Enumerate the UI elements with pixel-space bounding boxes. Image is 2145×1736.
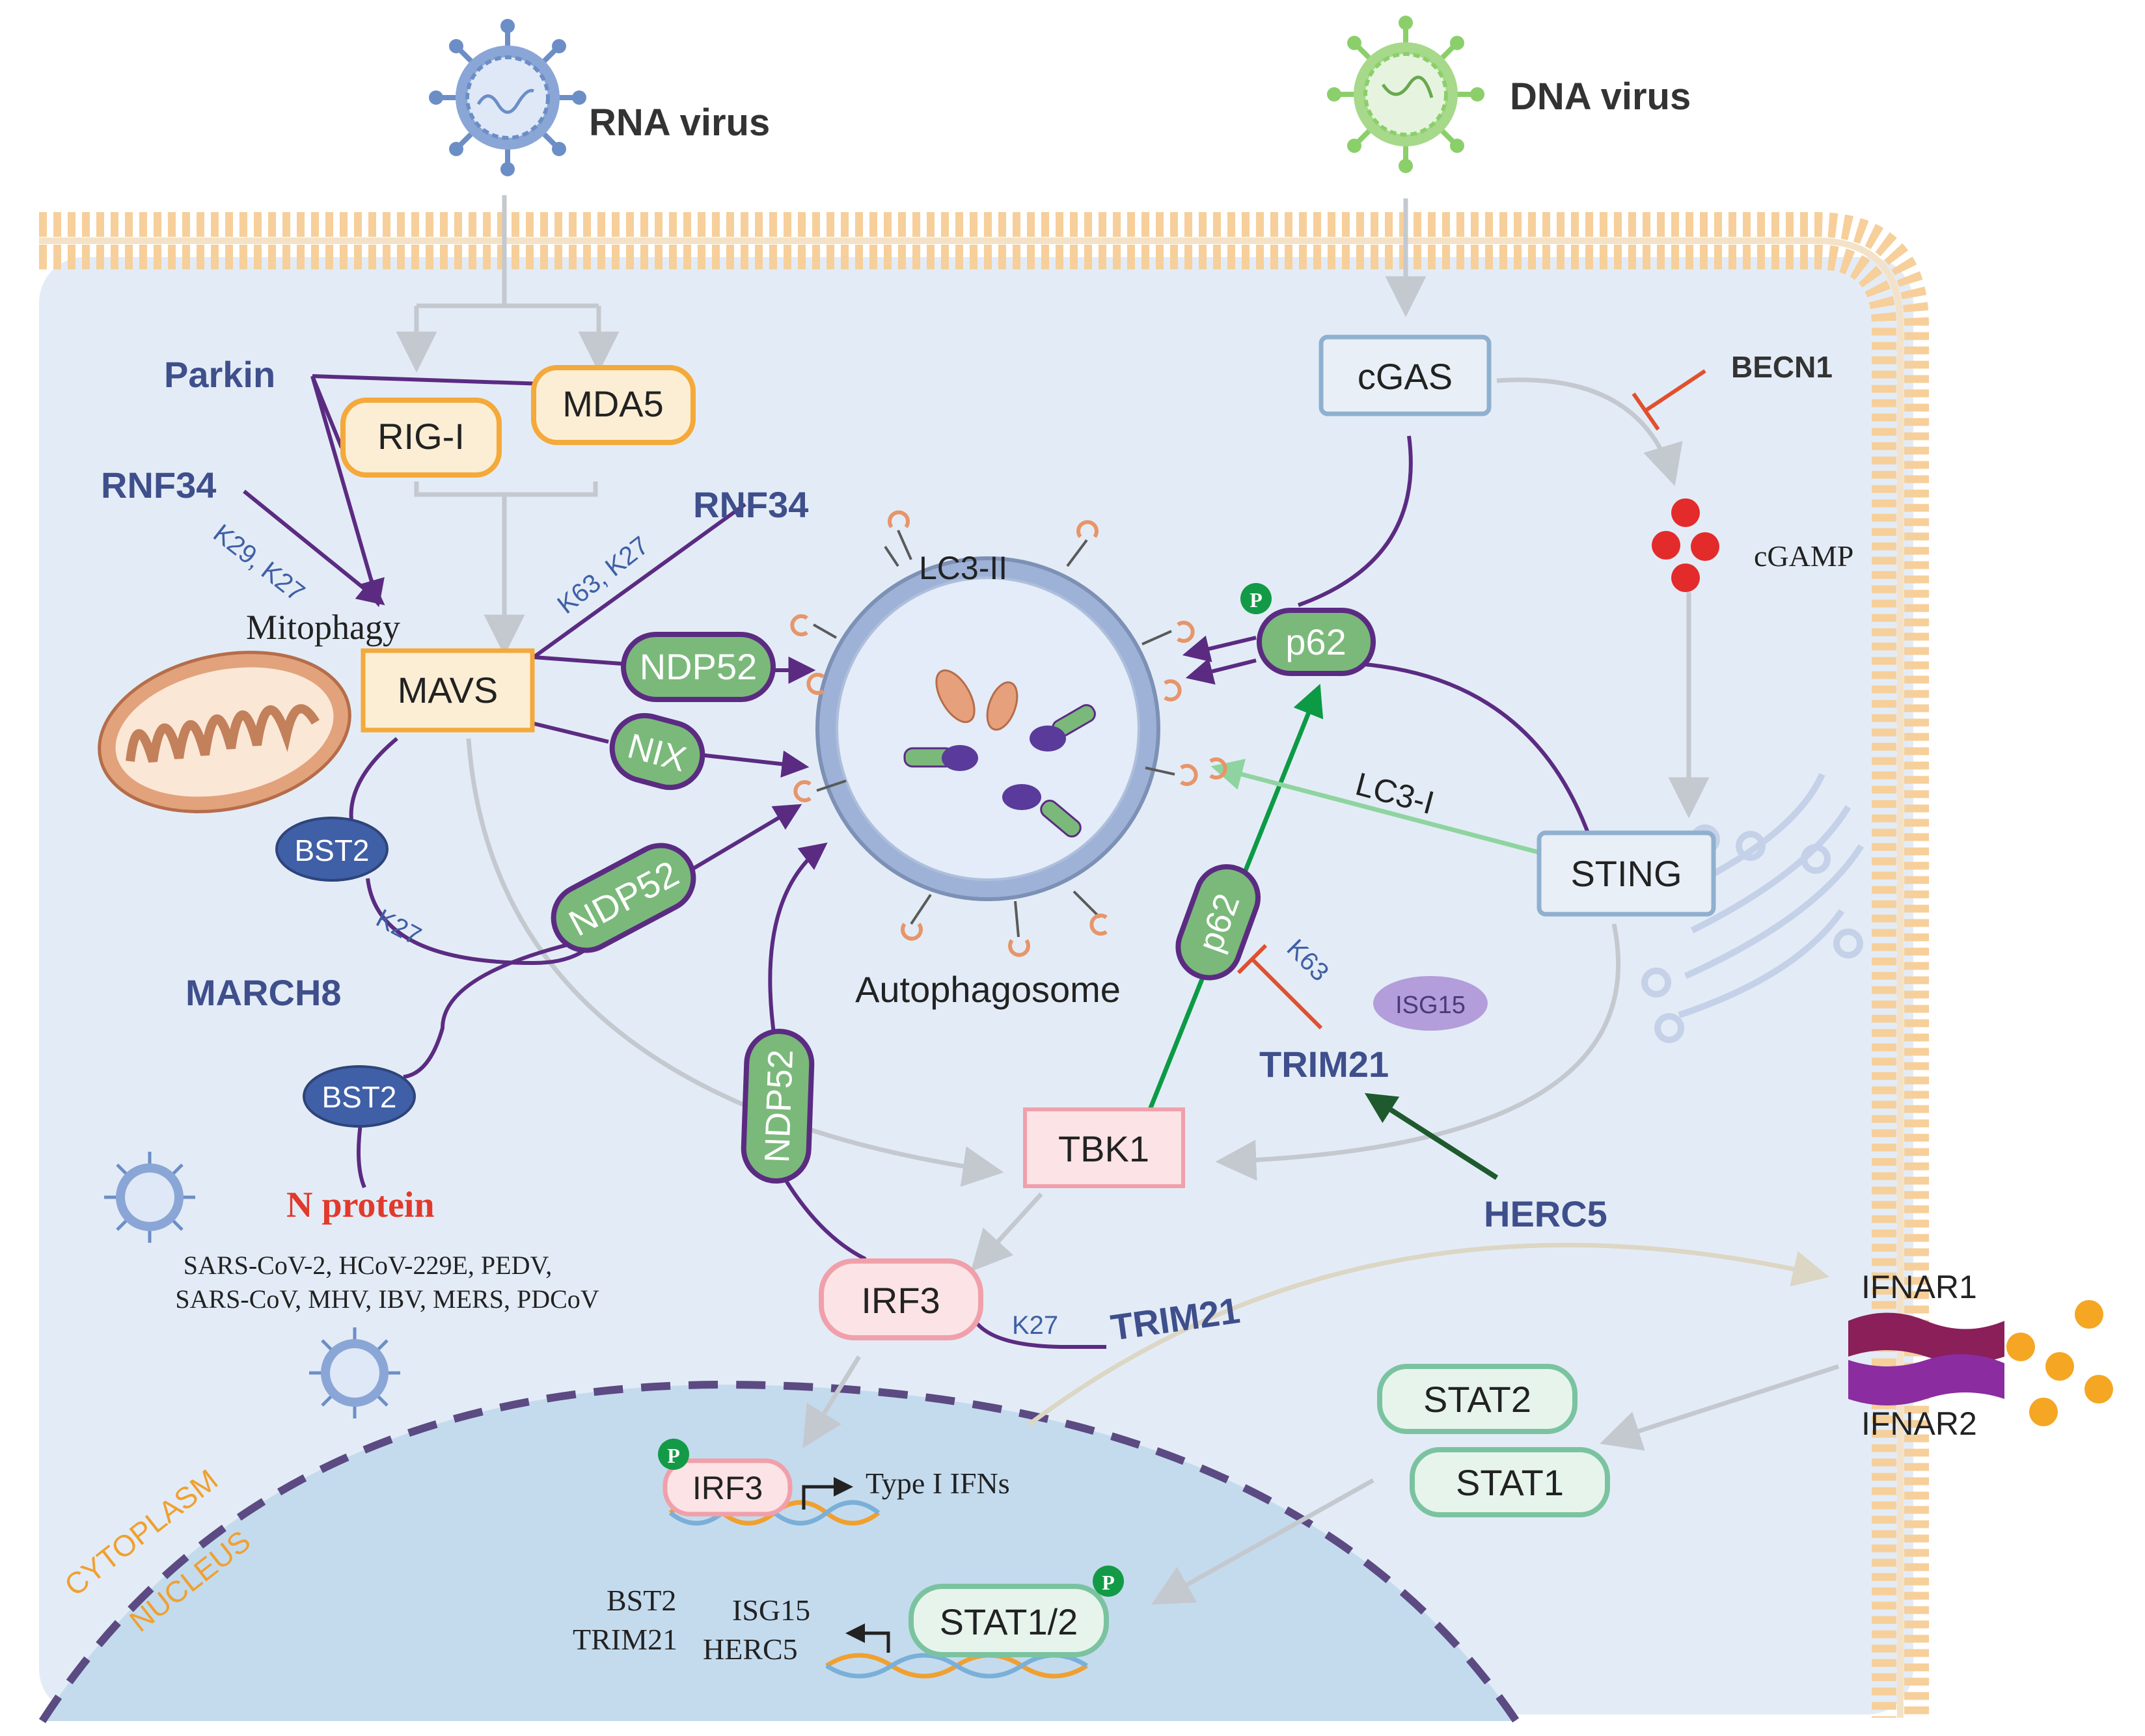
trim21-mid-label: TRIM21 bbox=[1259, 1044, 1389, 1085]
svg-text:STAT1: STAT1 bbox=[1456, 1462, 1564, 1503]
ifnar2-label: IFNAR2 bbox=[1861, 1405, 1977, 1442]
phospho-badge: P bbox=[1240, 583, 1272, 614]
nix-pill: NIX bbox=[609, 712, 705, 791]
transcription-arrow-isg bbox=[845, 1623, 890, 1653]
autophagosome bbox=[790, 510, 1227, 957]
stat1-node: STAT1 bbox=[1410, 1447, 1610, 1517]
svg-text:STAT2: STAT2 bbox=[1423, 1379, 1531, 1420]
sting-node: STING bbox=[1537, 830, 1716, 917]
svg-text:p62: p62 bbox=[1285, 621, 1346, 662]
svg-text:STAT1/2: STAT1/2 bbox=[940, 1601, 1078, 1642]
svg-text:MDA5: MDA5 bbox=[562, 383, 664, 424]
type-i-ifns-label: Type I IFNs bbox=[866, 1467, 1010, 1500]
bst2-lower-node: BST2 bbox=[303, 1065, 416, 1128]
herc5-gene-label: HERC5 bbox=[703, 1633, 798, 1666]
inhibitor-trim21 bbox=[1236, 943, 1323, 1030]
golgi-icon bbox=[1641, 772, 1865, 1043]
svg-text:P: P bbox=[1250, 588, 1263, 612]
svg-text:P: P bbox=[1102, 1571, 1115, 1594]
mitophagy-label: Mitophagy bbox=[246, 608, 400, 647]
p62-top-pill: p62 bbox=[1257, 608, 1376, 676]
parkin-label: Parkin bbox=[164, 354, 275, 395]
rna-virus-label: RNA virus bbox=[589, 102, 770, 144]
herc5-label: HERC5 bbox=[1484, 1193, 1607, 1234]
isg15-gene-label: ISG15 bbox=[732, 1594, 810, 1627]
coronaviruses-line2: SARS-CoV, MHV, IBV, MERS, PDCoV bbox=[175, 1284, 599, 1314]
dna-virus-label: DNA virus bbox=[1510, 75, 1691, 118]
svg-text:IRF3: IRF3 bbox=[861, 1280, 940, 1321]
coronaviruses-line1: SARS-CoV-2, HCoV-229E, PEDV, bbox=[184, 1251, 552, 1280]
rnf34-right-label: RNF34 bbox=[693, 484, 808, 525]
becn1-label: BECN1 bbox=[1731, 350, 1833, 384]
autophagosome-label: Autophagosome bbox=[855, 969, 1121, 1010]
rig-i-node: RIG-I bbox=[340, 398, 502, 478]
svg-text:BST2: BST2 bbox=[321, 1080, 396, 1114]
bst2-upper-node: BST2 bbox=[275, 817, 389, 882]
purple-regulation-arrows bbox=[243, 374, 1590, 1349]
stat2-node: STAT2 bbox=[1377, 1364, 1578, 1434]
irf3-node: IRF3 bbox=[819, 1258, 983, 1340]
trim21-gene-label: TRIM21 bbox=[573, 1623, 677, 1656]
rnf34-left-label: RNF34 bbox=[101, 465, 216, 506]
ifn-ligand-icon bbox=[2006, 1300, 2113, 1426]
tbk1-node: TBK1 bbox=[1023, 1107, 1185, 1188]
gray-signal-arrows bbox=[396, 195, 1840, 1605]
plasma-membrane bbox=[39, 212, 1929, 1718]
cgamp-label: cGAMP bbox=[1754, 539, 1853, 573]
phospho-badge: P bbox=[658, 1439, 689, 1470]
svg-text:NDP52: NDP52 bbox=[758, 1049, 800, 1163]
mavs-node: MAVS bbox=[361, 648, 535, 733]
rna-virus-icon bbox=[429, 19, 586, 176]
stat12-node: STAT1/2 bbox=[909, 1584, 1109, 1657]
dna-virus-icon bbox=[1327, 16, 1484, 173]
lc3-ii-label: LC3-II bbox=[919, 550, 1007, 586]
march8-label: MARCH8 bbox=[185, 972, 342, 1013]
ifnar-receptor bbox=[1848, 1312, 2004, 1405]
lc3-i-arrow bbox=[1210, 759, 1540, 855]
bst2-gene-label: BST2 bbox=[607, 1584, 676, 1617]
isg15-node: ISG15 bbox=[1373, 976, 1488, 1031]
herc5-trim21-arrow bbox=[1364, 1092, 1499, 1180]
irf3-p-node: IRF3 bbox=[663, 1458, 793, 1517]
svg-text:MAVS: MAVS bbox=[398, 670, 499, 711]
cgamp-icon bbox=[1652, 498, 1719, 592]
p62-mid-pill: p62 bbox=[1175, 864, 1261, 981]
inhibitor-becn1 bbox=[1632, 369, 1706, 431]
phospho-badge: P bbox=[1093, 1566, 1124, 1597]
svg-text:RIG-I: RIG-I bbox=[377, 416, 465, 457]
ub-k27-irf3: K27 bbox=[1012, 1311, 1058, 1340]
transcription-arrow-ifn bbox=[802, 1477, 853, 1510]
svg-text:IRF3: IRF3 bbox=[692, 1470, 763, 1506]
svg-text:TBK1: TBK1 bbox=[1058, 1128, 1149, 1169]
svg-text:BST2: BST2 bbox=[294, 834, 369, 867]
svg-text:P: P bbox=[667, 1444, 680, 1467]
ifnar1-label: IFNAR1 bbox=[1861, 1269, 1977, 1305]
coronavirus-icon bbox=[104, 1152, 195, 1243]
svg-text:ISG15: ISG15 bbox=[1395, 992, 1466, 1019]
svg-text:NDP52: NDP52 bbox=[640, 646, 758, 687]
nuclear-envelope bbox=[38, 1380, 1520, 1724]
mda5-node: MDA5 bbox=[531, 365, 696, 445]
n-protein-label: N protein bbox=[286, 1185, 435, 1225]
svg-text:cGAS: cGAS bbox=[1358, 356, 1453, 397]
ndp52-top-pill: NDP52 bbox=[621, 632, 776, 702]
ndp52-low-pill: NDP52 bbox=[741, 1029, 815, 1184]
cgas-node: cGAS bbox=[1318, 334, 1492, 416]
coronavirus-icon bbox=[309, 1327, 400, 1418]
svg-text:STING: STING bbox=[1570, 853, 1682, 894]
nucleus bbox=[42, 1385, 1516, 1721]
mitochondrion-icon bbox=[98, 651, 351, 813]
ifn-secretion-arrow bbox=[1026, 1242, 1829, 1427]
